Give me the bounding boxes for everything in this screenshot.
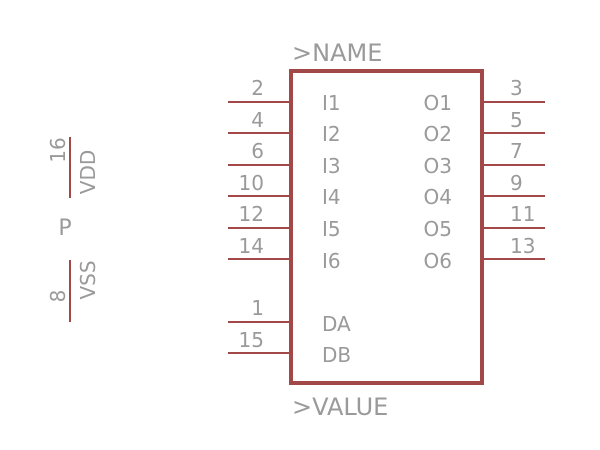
left-pin-db-number: 15 — [239, 328, 264, 352]
right-pin-o1: 3 O1 — [424, 76, 545, 115]
right-pins: 3 O1 5 O2 7 O3 9 O4 11 O5 13 O6 — [424, 76, 545, 273]
left-pin-i1-name: I1 — [322, 91, 341, 115]
left-pin-da-name: DA — [322, 312, 351, 336]
left-pin-i5-number: 12 — [239, 202, 264, 226]
right-pin-o6-number: 13 — [510, 234, 535, 258]
right-pin-o6: 13 O6 — [424, 234, 545, 273]
power-pin-vdd-number: 16 — [46, 137, 70, 162]
left-pin-i3: 6 I3 — [228, 139, 341, 178]
left-pin-i2: 4 I2 — [228, 108, 341, 146]
left-pin-db: 15 DB — [228, 328, 351, 367]
left-pin-i4: 10 I4 — [228, 171, 341, 209]
right-pin-o5-number: 11 — [510, 202, 535, 226]
power-pin-vss-number: 8 — [46, 290, 70, 303]
left-pin-i3-name: I3 — [322, 154, 341, 178]
right-pin-o5: 11 O5 — [424, 202, 545, 241]
power-pin-vss: 8 VSS — [46, 260, 100, 322]
left-pin-i2-number: 4 — [251, 108, 264, 132]
left-pin-i6-name: I6 — [322, 249, 341, 273]
right-pin-o2-name: O2 — [424, 122, 452, 146]
power-pin-vdd-name: VDD — [76, 150, 100, 194]
right-pin-o3-name: O3 — [424, 154, 452, 178]
left-pin-i1-number: 2 — [251, 76, 264, 100]
part-value-label: >VALUE — [292, 393, 388, 421]
right-pin-o2-number: 5 — [510, 108, 523, 132]
left-pin-i5-name: I5 — [322, 217, 341, 241]
right-pin-o2: 5 O2 — [424, 108, 545, 146]
power-section: P 16 VDD 8 VSS — [46, 137, 100, 322]
left-pin-i4-number: 10 — [239, 171, 264, 195]
power-label: P — [58, 216, 71, 241]
right-pin-o6-name: O6 — [424, 249, 452, 273]
left-pin-i5: 12 I5 — [228, 202, 341, 241]
left-pin-i6-number: 14 — [239, 234, 264, 258]
right-pin-o4-name: O4 — [424, 185, 452, 209]
right-pin-o4: 9 O4 — [424, 171, 545, 209]
right-pin-o1-name: O1 — [424, 91, 452, 115]
left-pin-db-name: DB — [322, 343, 351, 367]
left-pin-da-number: 1 — [251, 296, 264, 320]
left-pin-i6: 14 I6 — [228, 234, 341, 273]
right-pin-o3: 7 O3 — [424, 139, 545, 178]
left-pin-i2-name: I2 — [322, 122, 341, 146]
left-pin-i4-name: I4 — [322, 185, 341, 209]
power-pin-vdd: 16 VDD — [46, 137, 100, 198]
left-pins: 2 I1 4 I2 6 I3 10 I4 12 I5 14 I6 — [228, 76, 351, 367]
left-pin-i3-number: 6 — [251, 139, 264, 163]
part-name-label: >NAME — [292, 39, 382, 67]
left-pin-da: 1 DA — [228, 296, 351, 336]
right-pin-o4-number: 9 — [510, 171, 523, 195]
right-pin-o1-number: 3 — [510, 76, 523, 100]
power-pin-vss-name: VSS — [76, 260, 100, 299]
chip-body — [289, 69, 484, 385]
left-pin-i1: 2 I1 — [228, 76, 341, 115]
right-pin-o3-number: 7 — [510, 139, 523, 163]
right-pin-o5-name: O5 — [424, 217, 452, 241]
